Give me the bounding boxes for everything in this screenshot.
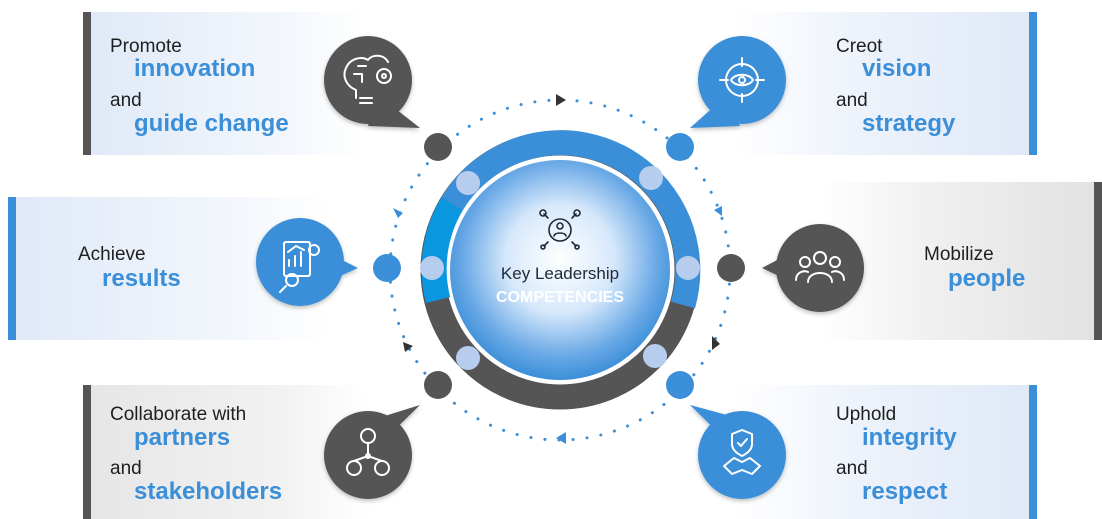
card-people <box>820 182 1102 340</box>
center-disc <box>450 160 670 380</box>
integrity-bold2: respect <box>862 478 948 505</box>
connector-dot <box>666 133 694 161</box>
bubble-innovation <box>324 36 420 128</box>
people-plain1: Mobilize <box>924 244 994 265</box>
integrity-plain2: and <box>836 458 868 479</box>
arrow-right-bottom <box>712 336 720 350</box>
vision-bold2: strategy <box>862 110 956 137</box>
bubble-integrity <box>690 405 786 499</box>
bubble-people <box>762 224 864 312</box>
card-innovation <box>83 12 365 155</box>
bubble-partners <box>324 405 420 499</box>
integrity-bold1: integrity <box>862 424 957 451</box>
bubble-results <box>256 218 358 306</box>
main-ring-blue <box>441 130 699 252</box>
ring-node <box>456 346 480 370</box>
innovation-bold2: guide change <box>134 110 289 137</box>
partners-plain1: Collaborate with <box>110 404 247 425</box>
results-bold1: results <box>102 265 181 292</box>
connector-dot <box>373 254 401 282</box>
integrity-plain1: Uphold <box>836 404 897 425</box>
network-people-icon <box>346 428 390 476</box>
ring-node <box>639 166 663 190</box>
connector-dot <box>424 371 452 399</box>
results-plain1: Achieve <box>78 244 146 265</box>
ring-node <box>643 344 667 368</box>
arrow-bottom <box>556 432 566 444</box>
gear-head-icon <box>539 209 581 250</box>
partners-bold2: stakeholders <box>134 478 283 505</box>
connector-dot <box>666 371 694 399</box>
ring-node <box>456 171 480 195</box>
handshake-shield-icon <box>723 429 761 475</box>
innovation-plain1: Promote <box>110 36 182 57</box>
main-ring-blue-left <box>421 197 463 304</box>
vision-plain2: and <box>836 90 868 111</box>
connector-dot <box>717 254 745 282</box>
arrow-left-bottom <box>403 342 413 352</box>
partners-bold1: partners <box>134 424 231 451</box>
innovation-plain2: and <box>110 90 142 111</box>
partners-plain2: and <box>110 458 142 479</box>
bubble-vision <box>690 36 786 128</box>
ring-node <box>420 256 444 280</box>
vision-bold1: vision <box>862 55 932 82</box>
report-chart-icon <box>279 241 320 293</box>
people-bold1: people <box>948 265 1026 292</box>
arrow-right-top <box>714 206 722 216</box>
card-partners <box>83 385 365 519</box>
center-title: Key Leadership <box>500 264 620 283</box>
eye-target-icon <box>719 57 765 103</box>
arrow-top <box>556 94 566 106</box>
center-subtitle: COMPETENCIES <box>495 289 624 306</box>
ring-node <box>676 256 700 280</box>
innovation-bold1: innovation <box>134 55 256 82</box>
vision-plain1: Creot <box>836 36 883 57</box>
people-group-icon <box>795 251 845 283</box>
connector-dot <box>424 133 452 161</box>
brain-gears-icon <box>343 54 392 104</box>
arrow-left-top <box>393 208 403 218</box>
